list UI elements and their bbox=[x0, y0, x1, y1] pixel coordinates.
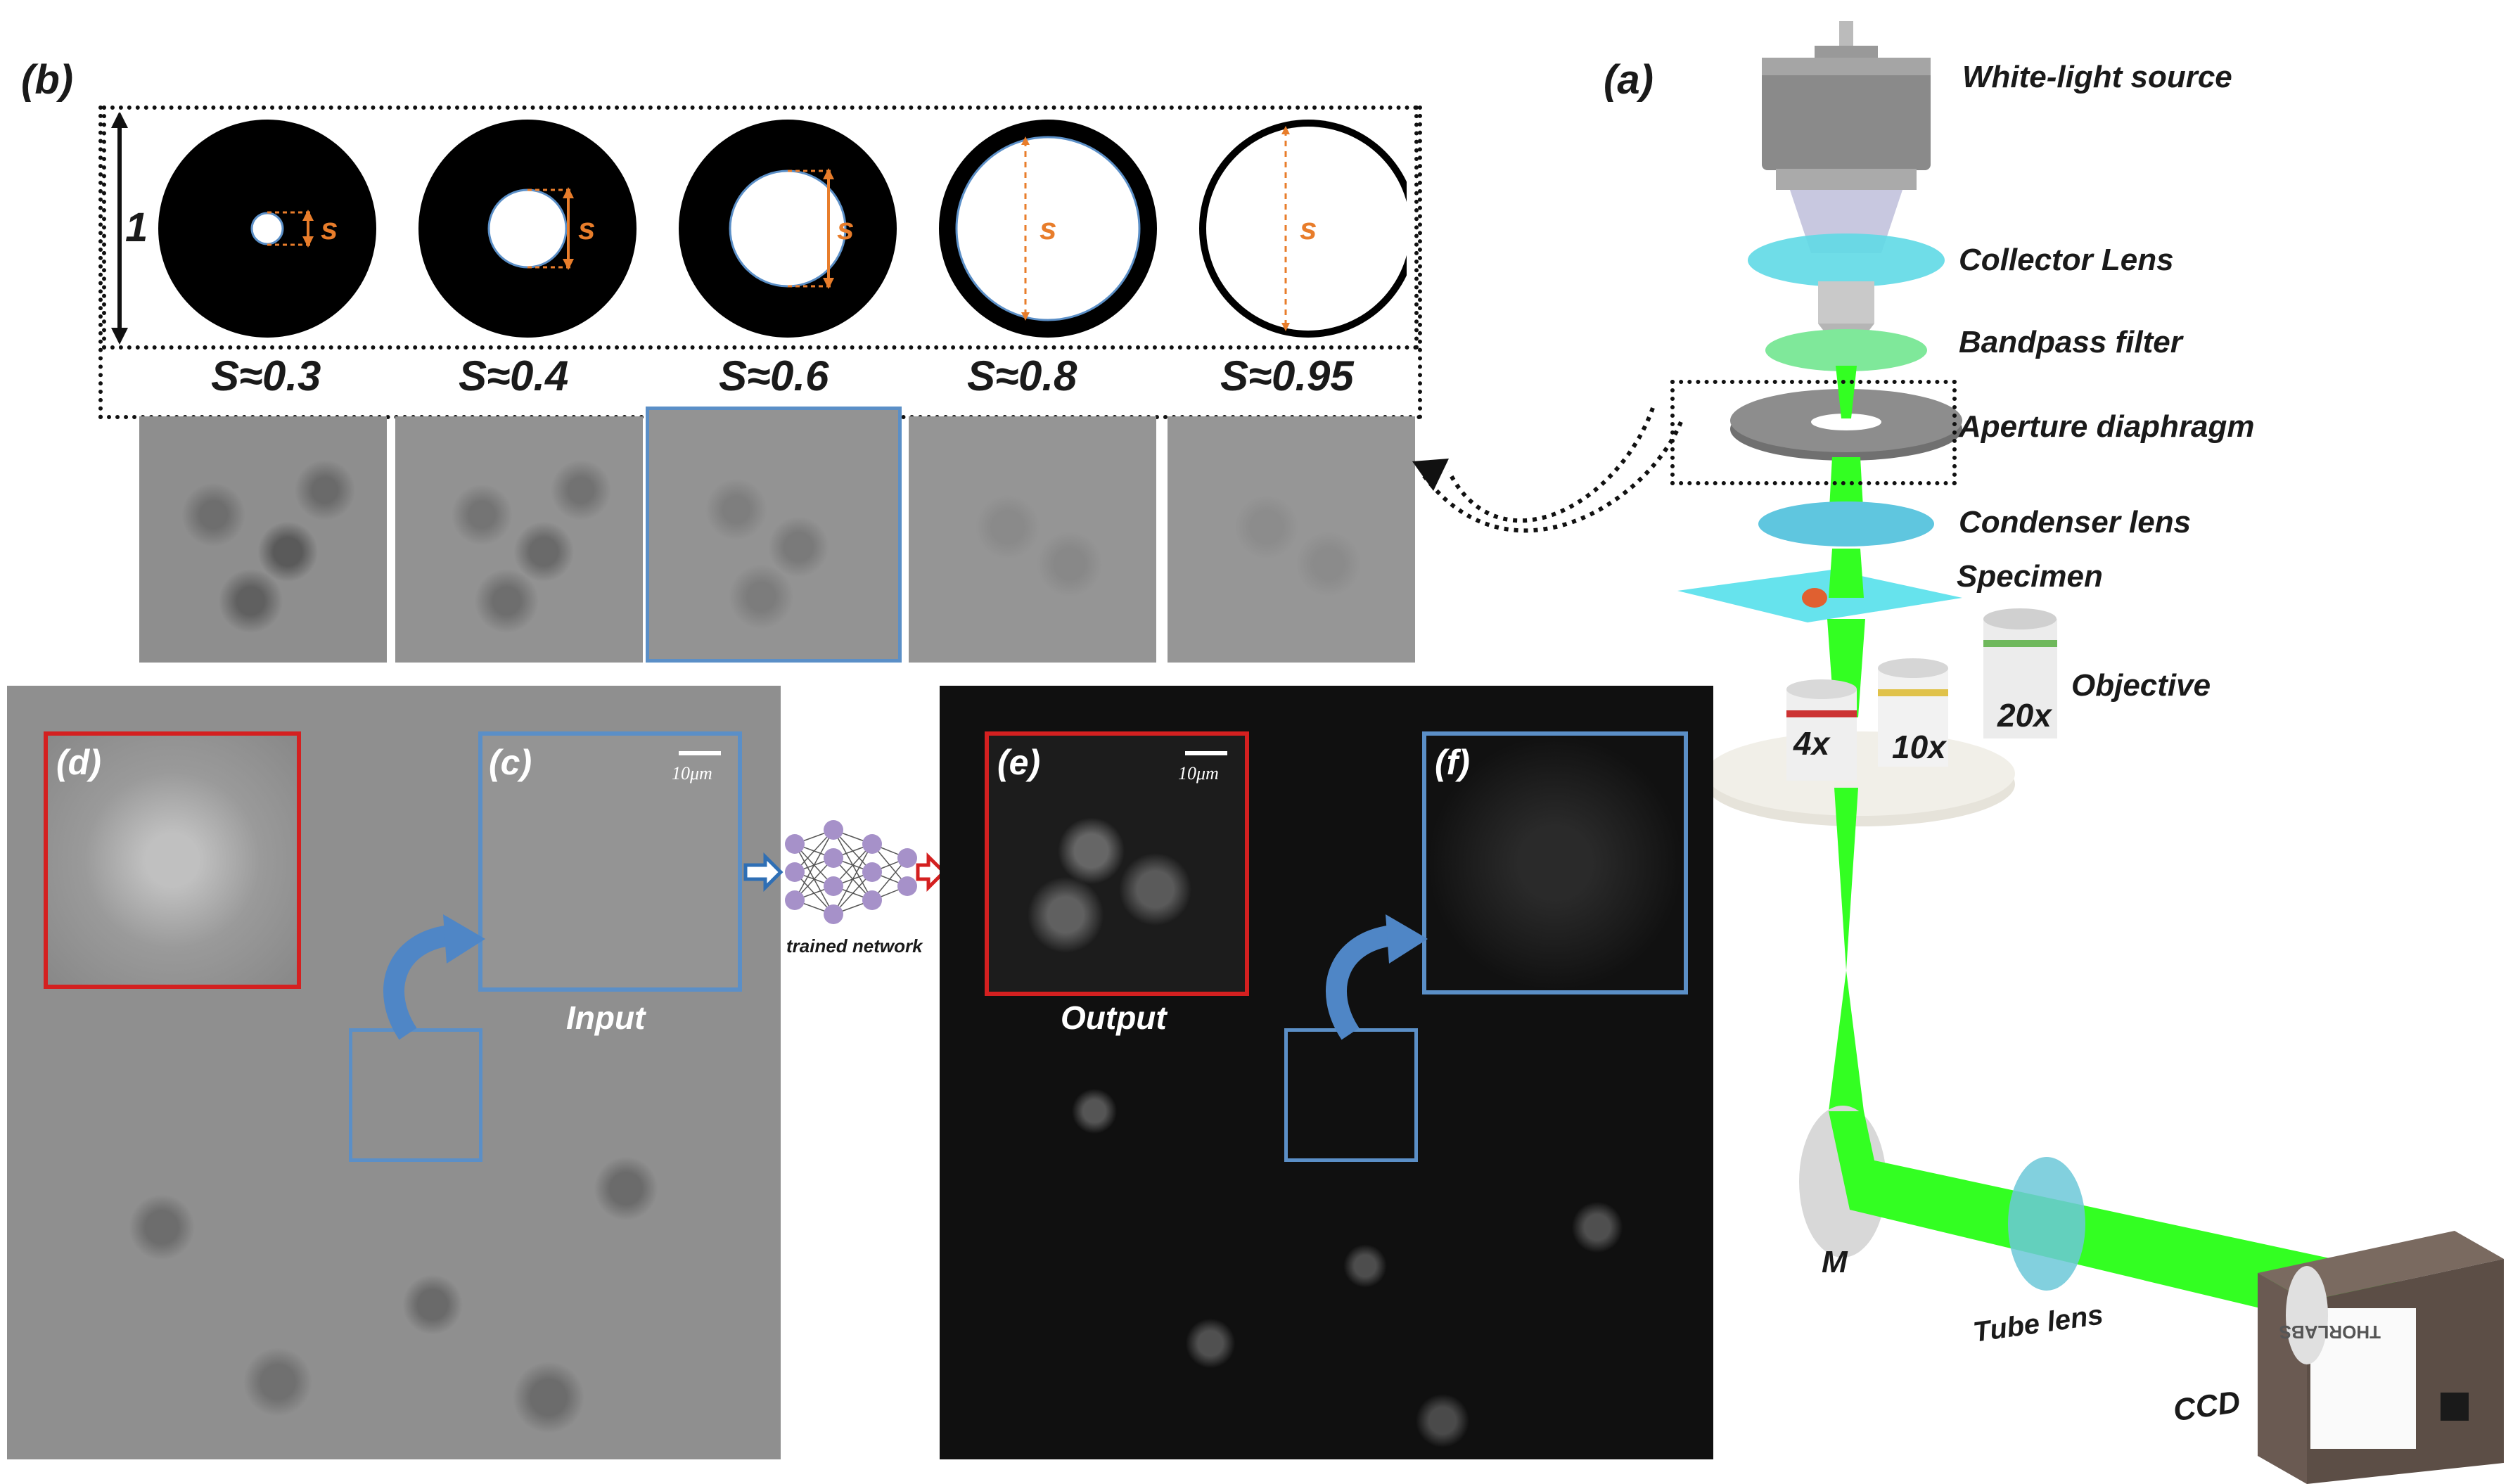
panel-label-d: (d) bbox=[56, 743, 101, 782]
source-region-box-left bbox=[349, 1028, 482, 1162]
size-s-4: s bbox=[1040, 212, 1056, 246]
label-obj-4x: 4x bbox=[1793, 725, 1830, 762]
panel-label-b: (b) bbox=[21, 57, 74, 103]
aperture-disc-4: s bbox=[939, 120, 1157, 338]
ratio-label-5: S≈0.95 bbox=[1220, 352, 1354, 399]
ratio-label-2: S≈0.4 bbox=[459, 352, 569, 399]
panel-label-c: (c) bbox=[489, 743, 532, 782]
label-condenser-lens: Condenser lens bbox=[1959, 505, 2192, 539]
size-s-3: s bbox=[837, 212, 854, 246]
thumbnail-s06 bbox=[646, 407, 902, 663]
panel-label-f: (f) bbox=[1435, 743, 1470, 782]
label-aperture-diaphragm: Aperture diaphragm bbox=[1959, 409, 2255, 444]
input-label: Input bbox=[566, 999, 646, 1036]
condenser-lens-icon bbox=[1758, 501, 1934, 546]
zoom-arrow-left bbox=[383, 914, 485, 1040]
aperture-disc-5: s bbox=[1199, 120, 1407, 338]
network-label: trained network bbox=[786, 935, 923, 957]
label-objective: Objective bbox=[2071, 668, 2211, 703]
ratio-label-3: S≈0.6 bbox=[719, 352, 829, 399]
ratio-label-1: S≈0.3 bbox=[211, 352, 321, 399]
scale-bar-c bbox=[679, 751, 721, 755]
label-obj-20x: 20x bbox=[1997, 697, 2052, 734]
ratio-label-4: S≈0.8 bbox=[967, 352, 1077, 399]
panel-label-a: (a) bbox=[1604, 57, 1654, 103]
label-obj-10x: 10x bbox=[1892, 729, 1946, 765]
aperture-disc-3: s bbox=[679, 120, 897, 338]
neural-network-icon bbox=[743, 820, 947, 924]
aperture-disc-1: s bbox=[158, 120, 376, 338]
panel-c-box bbox=[478, 731, 742, 992]
panel-f-box bbox=[1422, 731, 1688, 994]
label-specimen: Specimen bbox=[1957, 559, 2103, 594]
size-s-5: s bbox=[1300, 212, 1317, 246]
camera-brand-text: THORLABS bbox=[2279, 1322, 2381, 1343]
aperture-discs: s s s s s bbox=[158, 120, 1407, 338]
objective-turret-icon bbox=[1706, 608, 2057, 826]
thumbnail-s04 bbox=[395, 416, 643, 663]
zoom-arrow-right bbox=[1326, 914, 1428, 1040]
label-white-light-source: White-light source bbox=[1962, 60, 2232, 94]
output-label: Output bbox=[1061, 999, 1167, 1036]
thumbnail-s08 bbox=[909, 416, 1156, 663]
aperture-connector-arrow bbox=[1412, 407, 1683, 533]
size-s-1: s bbox=[321, 212, 338, 246]
label-collector-lens: Collector Lens bbox=[1959, 243, 2174, 277]
scale-bar-e bbox=[1185, 751, 1227, 755]
panel-d-box bbox=[44, 731, 301, 989]
specimen-icon bbox=[1802, 588, 1827, 608]
aperture-diaphragm-icon bbox=[1730, 366, 1962, 461]
size-s-2: s bbox=[578, 212, 595, 246]
thumbnail-s03 bbox=[139, 416, 387, 663]
label-mirror: M bbox=[1822, 1245, 1848, 1279]
collector-lens-icon bbox=[1748, 234, 1945, 287]
source-region-box-right bbox=[1284, 1028, 1418, 1162]
bandpass-filter-icon bbox=[1765, 329, 1927, 371]
aperture-disc-2: s bbox=[418, 120, 637, 338]
label-bandpass-filter: Bandpass filter bbox=[1959, 325, 2182, 359]
light-source-icon bbox=[1762, 21, 1931, 253]
scale-bar-label-c: 10μm bbox=[672, 763, 712, 783]
thumbnail-s095 bbox=[1168, 416, 1415, 663]
scale-bar-label-e: 10μm bbox=[1178, 763, 1219, 783]
microscope-diagram: THORLABS bbox=[1677, 21, 2504, 1484]
unit-scale-arrow bbox=[111, 113, 128, 345]
unit-scale-label: 1 bbox=[125, 205, 148, 250]
panel-e-box bbox=[985, 731, 1249, 996]
ccd-camera-icon: THORLABS bbox=[2258, 1231, 2504, 1484]
panel-label-e: (e) bbox=[997, 743, 1041, 782]
aperture-highlight-box bbox=[1670, 380, 1957, 485]
tube-lens-icon bbox=[2008, 1157, 2085, 1291]
aperture-frame-inner bbox=[102, 105, 1419, 350]
